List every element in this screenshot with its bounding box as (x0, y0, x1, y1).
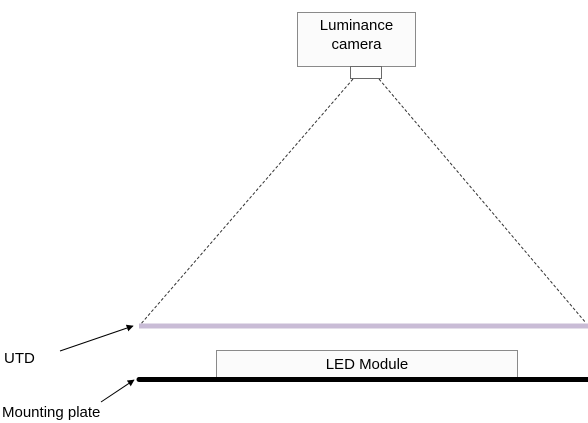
fov-line-left (139, 78, 354, 326)
led-module-label: LED Module (325, 356, 409, 373)
camera-box (297, 12, 416, 67)
utd-label: UTD (4, 350, 35, 367)
mounting-plate-label: Mounting plate (2, 404, 101, 421)
camera-label: Luminance camera (297, 16, 416, 54)
mounting-plate-arrow (100, 379, 135, 403)
camera-label-line1: Luminance (319, 17, 394, 34)
fov-line-right (378, 78, 587, 324)
utd-arrow (59, 324, 134, 352)
camera-lens (350, 66, 382, 79)
camera-label-line2: camera (331, 36, 382, 53)
